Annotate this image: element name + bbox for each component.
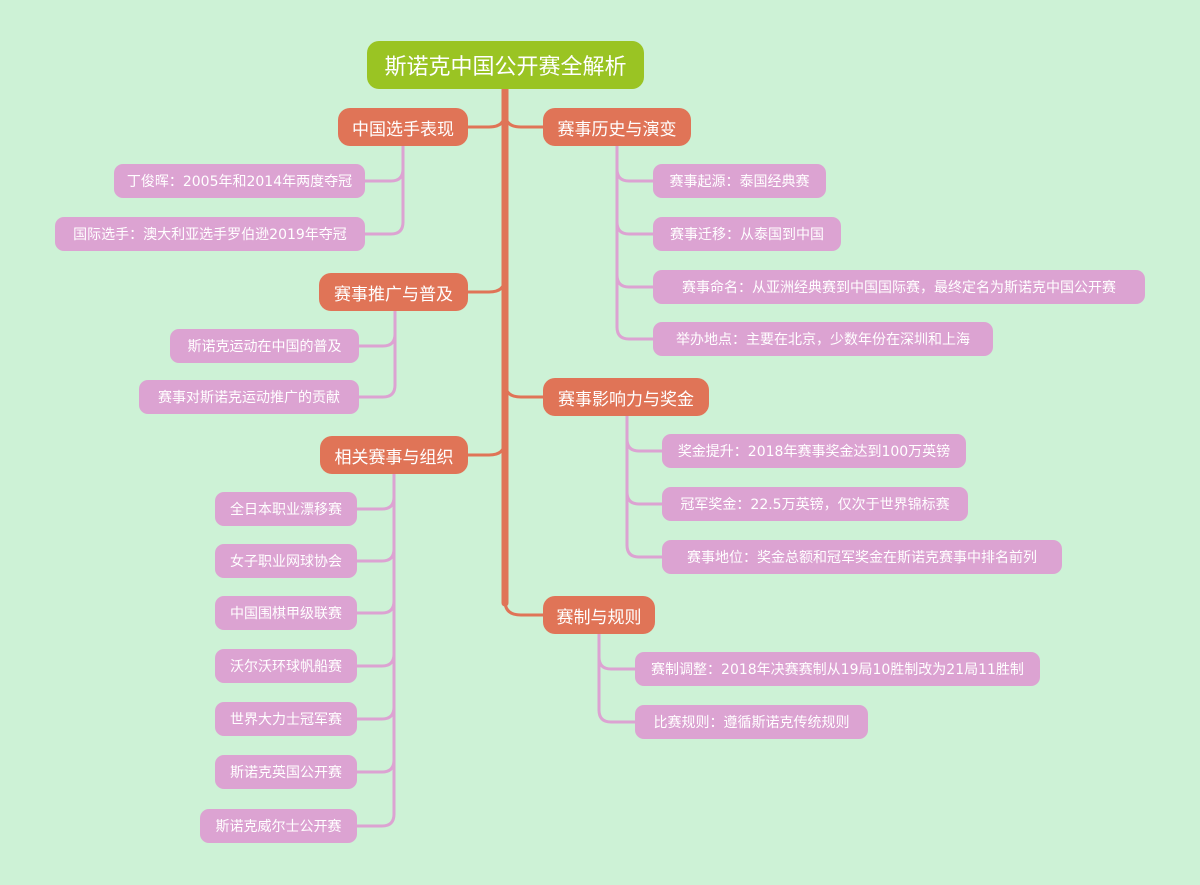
leaf-node[interactable]: 举办地点：主要在北京，少数年份在深圳和上海 [653, 322, 993, 356]
leaf-link [363, 167, 405, 183]
branch-node-promotion[interactable]: 赛事推广与普及 [319, 273, 468, 311]
branch-link [466, 111, 507, 129]
branch-link [503, 381, 545, 399]
branch-node-chinese-players[interactable]: 中国选手表现 [338, 108, 468, 146]
leaf-node[interactable]: 全日本职业漂移赛 [215, 492, 357, 526]
leaf-node[interactable]: 国际选手：澳大利亚选手罗伯逊2019年夺冠 [55, 217, 365, 251]
leaf-node[interactable]: 奖金提升：2018年赛事奖金达到100万英镑 [662, 434, 966, 468]
leaf-node[interactable]: 中国围棋甲级联赛 [215, 596, 357, 630]
leaf-node[interactable]: 冠军奖金：22.5万英镑，仅次于世界锦标赛 [662, 487, 968, 521]
leaf-link [355, 652, 396, 668]
branch-node-related-events[interactable]: 相关赛事与组织 [320, 436, 468, 474]
leaf-link [625, 543, 664, 559]
leaf-link [615, 220, 655, 236]
branch-link [466, 439, 507, 457]
leaf-link [615, 167, 655, 183]
leaf-link [357, 332, 397, 348]
leaf-node[interactable]: 赛事起源：泰国经典赛 [653, 164, 826, 198]
leaf-link [363, 220, 405, 236]
leaf-link [355, 599, 396, 615]
root-node[interactable]: 斯诺克中国公开赛全解析 [367, 41, 644, 89]
branch-node-history[interactable]: 赛事历史与演变 [543, 108, 691, 146]
leaf-link [355, 758, 396, 774]
leaf-node[interactable]: 世界大力士冠军赛 [215, 702, 357, 736]
branch-node-format-rules[interactable]: 赛制与规则 [543, 596, 655, 634]
branch-link [503, 599, 545, 617]
leaf-link [597, 655, 637, 671]
leaf-node[interactable]: 斯诺克英国公开赛 [215, 755, 357, 789]
leaf-link [355, 547, 396, 563]
leaf-link [355, 705, 396, 721]
leaf-link [597, 708, 637, 724]
branch-link [503, 111, 545, 129]
leaf-node[interactable]: 女子职业网球协会 [215, 544, 357, 578]
leaf-link [355, 495, 396, 511]
leaf-node[interactable]: 赛事命名：从亚洲经典赛到中国国际赛，最终定名为斯诺克中国公开赛 [653, 270, 1145, 304]
leaf-node[interactable]: 斯诺克运动在中国的普及 [170, 329, 359, 363]
leaf-link [625, 490, 664, 506]
leaf-node[interactable]: 比赛规则：遵循斯诺克传统规则 [635, 705, 868, 739]
leaf-node[interactable]: 赛事迁移：从泰国到中国 [653, 217, 841, 251]
leaf-link [625, 437, 664, 453]
leaf-node[interactable]: 赛事地位：奖金总额和冠军奖金在斯诺克赛事中排名前列 [662, 540, 1062, 574]
leaf-node[interactable]: 丁俊晖：2005年和2014年两度夺冠 [114, 164, 365, 198]
leaf-node[interactable]: 赛事对斯诺克运动推广的贡献 [139, 380, 359, 414]
branch-node-influence-prize[interactable]: 赛事影响力与奖金 [543, 378, 709, 416]
leaf-link [357, 383, 397, 399]
branch-link [466, 276, 507, 294]
leaf-node[interactable]: 赛制调整：2018年决赛赛制从19局10胜制改为21局11胜制 [635, 652, 1040, 686]
leaf-link [615, 273, 655, 289]
leaf-node[interactable]: 沃尔沃环球帆船赛 [215, 649, 357, 683]
leaf-link [615, 325, 655, 341]
leaf-node[interactable]: 斯诺克威尔士公开赛 [200, 809, 357, 843]
leaf-link [355, 812, 396, 828]
